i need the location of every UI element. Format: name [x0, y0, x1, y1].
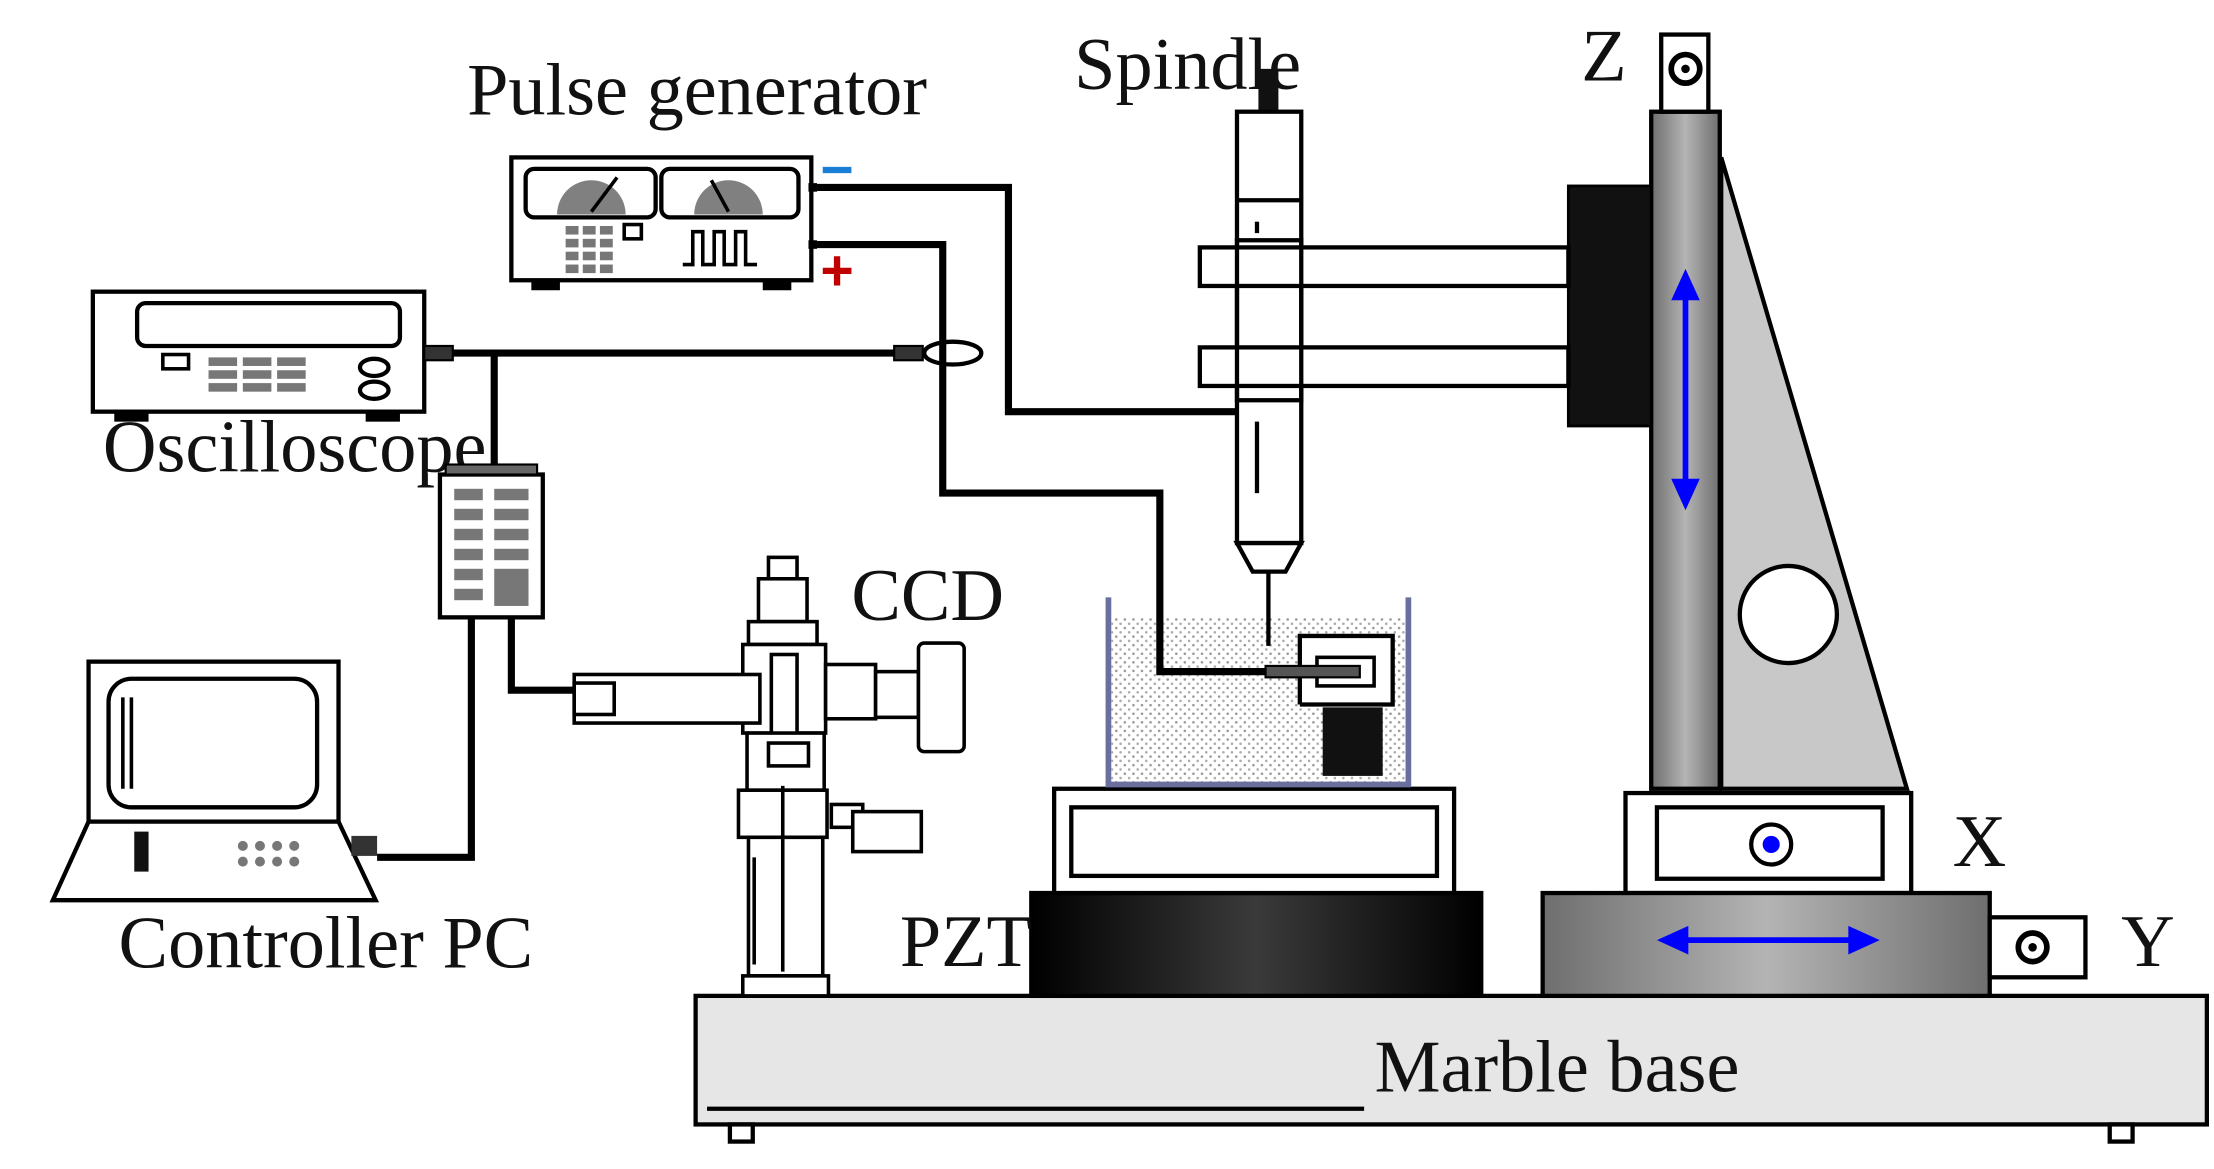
z-column: Z: [1566, 15, 1910, 791]
pulse-generator: Pulse generator − +: [467, 50, 927, 304]
xy-stage: X Y: [1540, 790, 2175, 999]
ccd-label: CCD: [851, 555, 1004, 637]
pulse-generator-keypad: [565, 225, 613, 274]
wiring: [377, 183, 1266, 861]
pulse-generator-label: Pulse generator: [467, 50, 927, 132]
spindle: Spindle: [1074, 24, 1571, 646]
y-axis-label: Y: [2121, 901, 2175, 983]
dielectric-tank: [1105, 597, 1412, 788]
marble-base: Marble base: [693, 993, 2210, 1144]
positive-terminal-sign: +: [820, 239, 853, 303]
ccd-camera: CCD: [572, 555, 1004, 998]
negative-terminal-sign: −: [820, 138, 853, 202]
x-axis-label: X: [1953, 801, 2007, 883]
oscilloscope: Oscilloscope: [90, 289, 487, 489]
marble-base-label: Marble base: [1374, 1027, 1739, 1109]
controller-pc-label: Controller PC: [119, 902, 534, 984]
controller-pc: Controller PC: [49, 659, 534, 984]
spindle-label: Spindle: [1074, 24, 1301, 106]
z-motion-arrow: [1671, 268, 1700, 511]
controller-box: [437, 463, 545, 620]
pzt-label: PZT: [900, 901, 1032, 983]
x-motion-arrow: [1656, 925, 1880, 955]
oscilloscope-label: Oscilloscope: [103, 407, 487, 489]
z-axis-label: Z: [1581, 15, 1626, 97]
pzt-stage: PZT: [900, 786, 1484, 999]
